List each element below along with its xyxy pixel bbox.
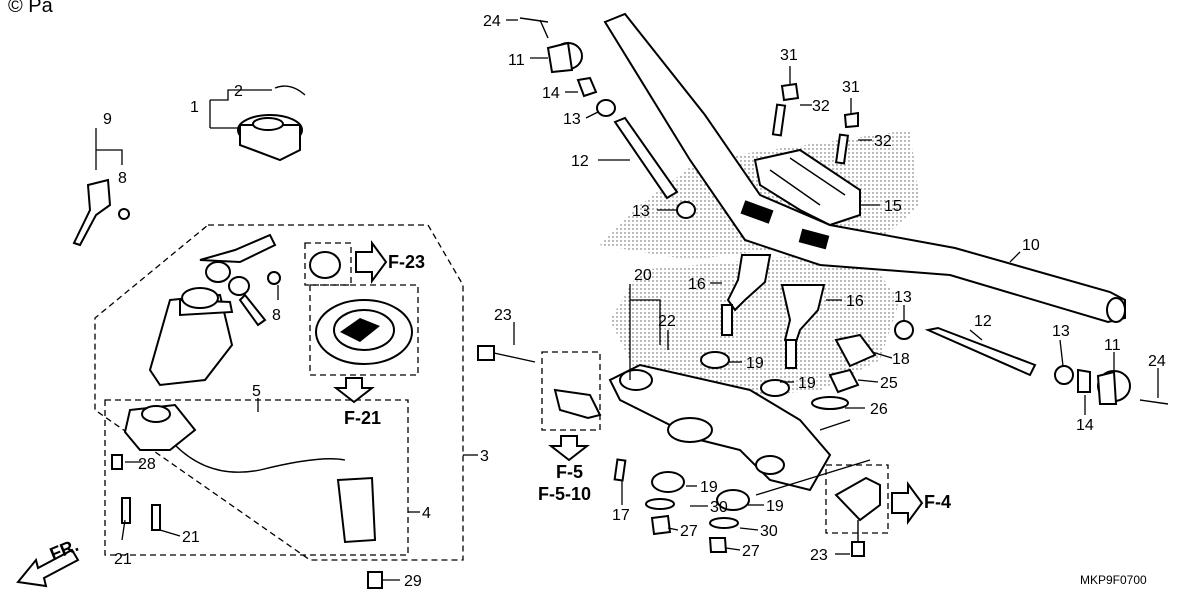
- left-bar-end-weight: [519, 17, 696, 219]
- callout-18: 18: [892, 351, 910, 368]
- callout-21-right: 21: [182, 529, 200, 546]
- callout-13-right: 13: [894, 289, 912, 306]
- callout-30-lower: 30: [760, 523, 778, 540]
- ref-arrows: [333, 239, 924, 526]
- callout-22: 22: [658, 313, 676, 330]
- callout-4: 4: [422, 505, 431, 522]
- callout-9: 9: [103, 111, 112, 128]
- callout-12-right: 12: [974, 313, 992, 330]
- callout-29: 29: [404, 573, 422, 590]
- callout-8-right: 8: [272, 307, 281, 324]
- callout-30: 30: [710, 499, 728, 516]
- callout-2: 2: [234, 83, 243, 100]
- callout-5: 5: [252, 383, 261, 400]
- callout-13-far: 13: [1052, 323, 1070, 340]
- callout-26: 26: [870, 401, 888, 418]
- callout-21: 21: [114, 551, 132, 568]
- callout-32: 32: [812, 98, 830, 115]
- callout-19-a: 19: [746, 355, 764, 372]
- ref-f5: F-5: [556, 462, 583, 482]
- fuel-cap-parts: [304, 242, 419, 376]
- clip-29: [367, 571, 383, 589]
- wire-clip: [541, 351, 602, 431]
- callout-23: 23: [494, 307, 512, 324]
- front-direction-arrow: [16, 548, 80, 588]
- callout-19-b: 19: [798, 375, 816, 392]
- ref-f5-10: F-5-10: [538, 484, 591, 504]
- key-cylinder-cover: [237, 85, 306, 162]
- shaded-area-lower: [610, 250, 900, 400]
- callout-13: 13: [563, 111, 581, 128]
- callout-3: 3: [480, 448, 489, 465]
- ref-f21: F-21: [344, 408, 381, 428]
- callout-16-right: 16: [846, 293, 864, 310]
- diagram-code: MKP9F0700: [1080, 573, 1147, 587]
- callout-31: 31: [780, 47, 798, 64]
- callout-28: 28: [138, 456, 156, 473]
- callout-labels: 24 11 14 13 12 13 31 32 31 32 15 10 2 1 …: [103, 13, 1166, 590]
- handlebar: [603, 12, 1126, 324]
- callout-32-right: 32: [874, 133, 892, 150]
- callout-11: 11: [508, 52, 525, 69]
- cable-bracket: [825, 464, 889, 534]
- ignition-switch-assembly: [94, 224, 464, 561]
- callout-11-right: 11: [1104, 337, 1121, 354]
- reference-labels: F-23 F-21 F-5 F-5-10 F-4: [344, 252, 951, 512]
- ref-f4: F-4: [924, 492, 951, 512]
- rubber-mounts-and-nuts: [613, 458, 750, 553]
- switch-wire-harness: [104, 399, 409, 556]
- callout-20: 20: [634, 267, 652, 284]
- callout-1: 1: [190, 99, 199, 116]
- callout-13-lower: 13: [632, 203, 650, 220]
- callout-14: 14: [542, 85, 560, 102]
- handlebar-upper-holder: [753, 82, 861, 227]
- callout-19-d: 19: [766, 498, 784, 515]
- callout-27: 27: [680, 523, 698, 540]
- right-bar-end-weight: [894, 320, 1169, 405]
- steering-top-bridge: [608, 333, 877, 492]
- callout-24: 24: [483, 13, 501, 30]
- callout-27-lower: 27: [742, 543, 760, 560]
- callout-19-c: 19: [700, 479, 718, 496]
- callout-15: 15: [884, 198, 902, 215]
- bolt-23: [477, 345, 865, 557]
- ref-f23: F-23: [388, 252, 425, 272]
- handlebar-lower-holders: [721, 254, 826, 369]
- callout-31-right: 31: [842, 79, 860, 96]
- callout-8: 8: [118, 170, 127, 187]
- callout-25: 25: [880, 375, 898, 392]
- callout-10: 10: [1022, 237, 1040, 254]
- ignition-key: [72, 178, 130, 247]
- leader-lines: [95, 19, 1159, 581]
- callout-14-right: 14: [1076, 417, 1094, 434]
- callout-17: 17: [612, 507, 630, 524]
- callout-23-lower: 23: [810, 547, 828, 564]
- callout-16: 16: [688, 276, 706, 293]
- callout-24-right: 24: [1148, 353, 1166, 370]
- copyright-text: © Pa: [8, 0, 54, 17]
- callout-12: 12: [571, 153, 589, 170]
